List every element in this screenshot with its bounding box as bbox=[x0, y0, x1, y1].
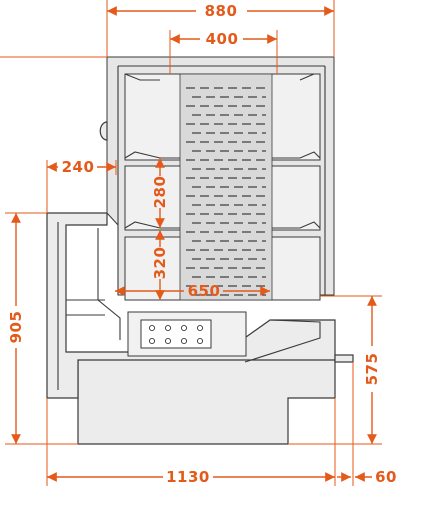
light-column bbox=[179, 73, 273, 301]
dim-shelf-depth: 240 bbox=[62, 158, 95, 176]
side-rail bbox=[334, 354, 354, 363]
cabinet-base bbox=[77, 354, 336, 445]
dim-working-depth: 650 bbox=[188, 282, 221, 300]
front-handle bbox=[99, 121, 108, 141]
dim-counter-height: 905 bbox=[7, 311, 25, 344]
dim-shelf-spacing-upper: 280 bbox=[151, 176, 169, 209]
dim-light-panel-width: 400 bbox=[206, 30, 239, 48]
dim-rear-offset: 60 bbox=[375, 468, 397, 486]
dim-total-width: 880 bbox=[205, 2, 238, 20]
dim-shelf-spacing-lower: 320 bbox=[151, 247, 169, 280]
dim-overall-depth: 1130 bbox=[166, 468, 210, 486]
dim-base-height: 575 bbox=[363, 353, 381, 386]
dimension-lines bbox=[0, 0, 382, 486]
